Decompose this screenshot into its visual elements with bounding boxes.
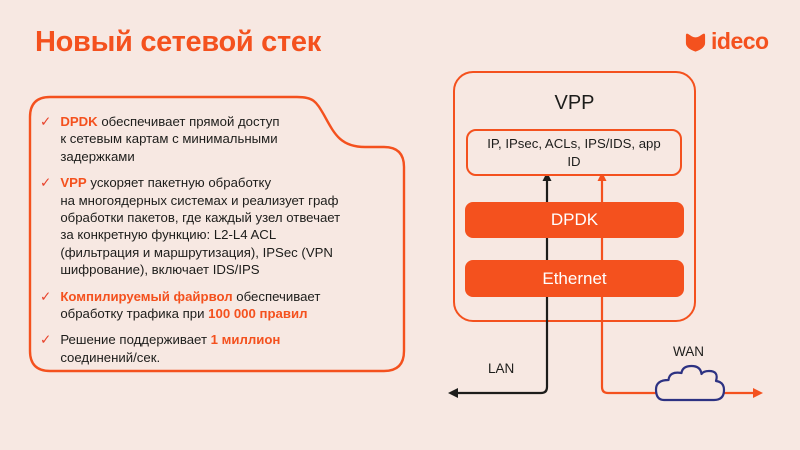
dpdk-box: DPDK — [465, 202, 684, 238]
check-icon: ✓ — [40, 332, 52, 348]
check-icon: ✓ — [40, 175, 52, 191]
ideco-logo-text: ideco — [711, 28, 769, 54]
page-title: Новый сетевой стек — [35, 26, 321, 58]
bullet-text: VPP ускоряет пакетную обработку на много… — [60, 175, 341, 278]
wan-arrowhead-right — [753, 388, 763, 398]
lan-wan-connector-lines — [448, 172, 763, 398]
ideco-logo: ideco — [684, 30, 769, 53]
bullet-text: Компилируемый файрвол обеспечивает обраб… — [60, 288, 321, 322]
bullet-item: ✓ VPP ускоряет пакетную обработку на мног… — [40, 174, 388, 278]
wan-arrowhead-up — [597, 172, 607, 181]
ethernet-box: Ethernet — [465, 260, 684, 297]
bullet-text: Решение поддерживает 1 миллион соединени… — [60, 332, 281, 365]
wan-label: WAN — [673, 344, 704, 359]
lan-arrowhead-up — [542, 172, 552, 181]
ip-services-label: IP, IPsec, ACLs, IPS/IDS, app ID — [487, 135, 661, 169]
bullet-item: ✓ Компилируемый файрвол обеспечивает обра… — [40, 288, 388, 323]
vpp-container-box — [453, 71, 696, 322]
bullet-item: ✓ Решение поддерживает 1 миллион соединен… — [40, 331, 388, 366]
callout-bullet-list: ✓ DPDK обеспечивает прямой доступ к сетев… — [40, 113, 388, 375]
bullet-text: DPDK обеспечивает прямой доступ к сетевы… — [60, 114, 280, 164]
check-icon: ✓ — [40, 288, 52, 304]
wan-cloud-icon — [654, 364, 726, 402]
bullet-item: ✓ DPDK обеспечивает прямой доступ к сетев… — [40, 113, 388, 165]
ip-services-box: IP, IPsec, ACLs, IPS/IDS, app ID — [466, 129, 682, 176]
lan-arrowhead-left — [448, 388, 458, 398]
vpp-label: VPP — [554, 92, 595, 114]
dpdk-label: DPDK — [550, 210, 599, 229]
check-icon: ✓ — [40, 114, 52, 129]
ethernet-label: Ethernet — [542, 268, 607, 288]
lan-label: LAN — [488, 361, 515, 376]
callout-outline — [28, 95, 406, 373]
ideco-shield-icon — [685, 33, 706, 52]
